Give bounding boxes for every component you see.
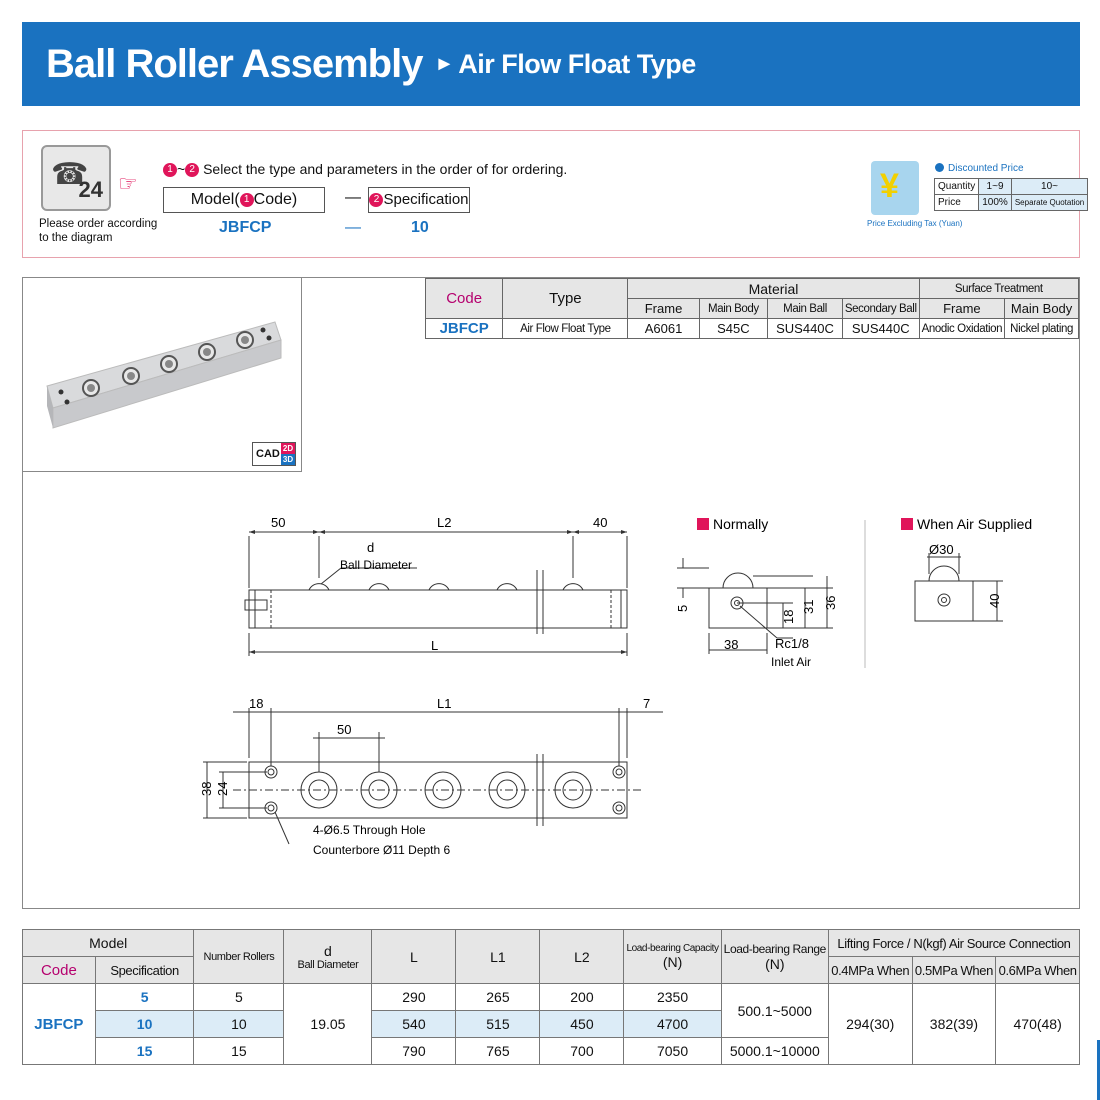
spec-value: 10 [411,219,429,236]
dim-7: 7 [643,696,650,711]
price-info: ¥ Price Excluding Tax (Yuan) Discounted … [867,161,1089,233]
dim-24: 24 [215,782,230,796]
dim-50b: 50 [337,722,351,737]
hole-label-1: 4-Ø6.5 Through Hole [313,823,426,837]
spec-row-5: JBFCP 5 5 19.05 290 265 200 2350 500.1~5… [22,983,1080,1065]
dim-38b: 38 [199,782,214,796]
page-subtitle: Air Flow Float Type [458,48,696,79]
dim-5: 5 [675,605,690,612]
product-image [46,321,282,429]
hole-label-2: Counterbore Ø11 Depth 6 [313,843,451,857]
step-1-icon: 1 [163,163,177,178]
dim-50: 50 [271,515,285,530]
instruction-text: Select the type and parameters in the or… [203,161,568,177]
dim-40b: 40 [987,594,1002,608]
order-note: Please order according to the diagram [39,218,158,244]
ball-diameter-label: Ball Diameter [340,558,412,572]
dim-L: L [431,638,438,653]
dim-36: 36 [823,596,838,610]
order-instructions-box: ☎24 Please order according to the diagra… [22,130,1089,258]
separator-dash: — [345,189,361,206]
model-value: JBFCP [219,219,272,236]
step-2-icon: 2 [185,163,200,178]
spec-row-10: 10 10 540 515 450 4700 [23,1010,1080,1038]
normally-label: Normally [713,516,768,532]
discounted-price-label: Discounted Price [935,163,1024,174]
title-banner: Ball Roller Assembly ► Air Flow Float Ty… [22,22,1080,106]
dim-L2: L2 [437,515,451,530]
yen-icon: ¥ [871,161,919,215]
when-air-label: When Air Supplied [917,516,1032,532]
product-details-box: CAD 2D 3D Code Type Material Surface Tre… [22,277,1080,909]
phone-24h-icon: ☎24 [41,145,111,211]
price-table: Quantity 1~9 10~ Price 100% Separate Quo… [933,178,1089,211]
dim-phi30: Ø30 [929,542,954,557]
dim-31: 31 [801,600,816,614]
dim-d: d [367,540,374,555]
dim-L1: L1 [437,696,451,711]
page-title: Ball Roller Assembly [46,41,423,86]
separator-dash-value: — [345,219,361,236]
arrow-icon: ► [434,52,455,75]
technical-drawing: 50 L2 40 d Ball Diameter L Normally [199,515,1032,857]
dim-38: 38 [724,637,738,652]
order-instruction: 1~2 Select the type and parameters in th… [163,161,568,178]
price-note: Price Excluding Tax (Yuan) [867,219,963,228]
material-table: Code Type Material Surface Treatment Fra… [424,278,1080,339]
edge-marker [1097,1040,1100,1100]
rc-label: Rc1/8 [775,636,809,651]
inlet-air-label: Inlet Air [771,655,811,669]
pointing-hand-icon: ☞ [118,171,138,196]
product-photo: CAD 2D 3D [23,278,302,472]
cad-download-icon[interactable]: CAD 2D 3D [252,442,296,466]
dim-18: 18 [781,610,796,624]
dim-40: 40 [593,515,607,530]
spec-row-15: 15 15 790 765 700 7050 5000.1~10000 [23,1037,1080,1065]
dim-18b: 18 [249,696,263,711]
